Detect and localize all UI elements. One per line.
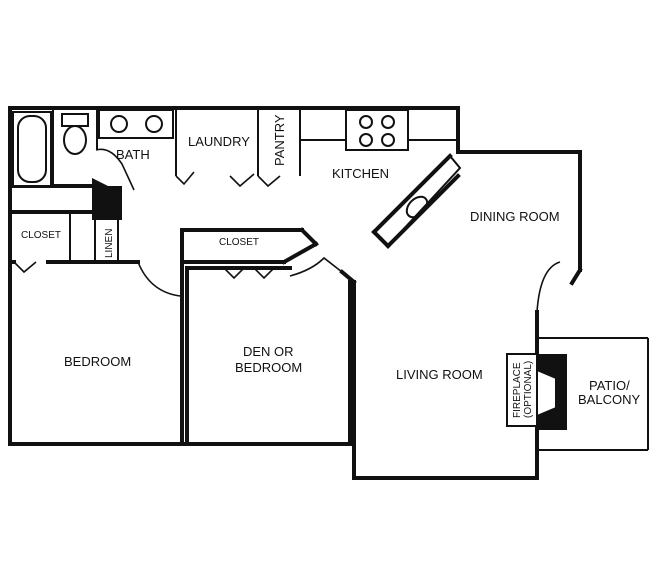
kitchen-sink-icon (405, 195, 429, 219)
label-living-room: LIVING ROOM (396, 367, 483, 382)
exterior-walls (8, 106, 583, 480)
door-swings (13, 148, 561, 313)
label-patio-line2: BALCONY (578, 392, 640, 407)
label-bath: BATH (116, 147, 150, 162)
interior-walls (8, 108, 462, 446)
label-closet-left: CLOSET (21, 230, 61, 241)
patio-outline (537, 337, 649, 451)
label-den-line2: BEDROOM (235, 360, 302, 375)
stove-icon (359, 115, 395, 147)
label-pantry: PANTRY (272, 114, 287, 166)
label-dining-room: DINING ROOM (470, 209, 560, 224)
label-bedroom: BEDROOM (64, 354, 131, 369)
label-fireplace-line1: FIREPLACE (512, 362, 523, 418)
fireplace-label-box (506, 353, 538, 427)
toilet-icon (61, 113, 89, 155)
label-kitchen: KITCHEN (332, 166, 389, 181)
label-patio-line1: PATIO/ (589, 378, 630, 393)
fireplace-hearth (536, 368, 557, 418)
bathtub-icon (12, 111, 52, 187)
label-fireplace-line2: (OPTIONAL) (523, 361, 534, 418)
room-labels: BATH LAUNDRY PANTRY KITCHEN DINING ROOM … (21, 114, 640, 418)
label-den-line1: DEN OR (243, 344, 294, 359)
label-laundry: LAUNDRY (188, 134, 250, 149)
double-sink-icon (110, 115, 163, 133)
bath-wall-block (92, 186, 122, 220)
label-linen: LINEN (104, 229, 115, 258)
label-closet-center: CLOSET (219, 237, 259, 248)
